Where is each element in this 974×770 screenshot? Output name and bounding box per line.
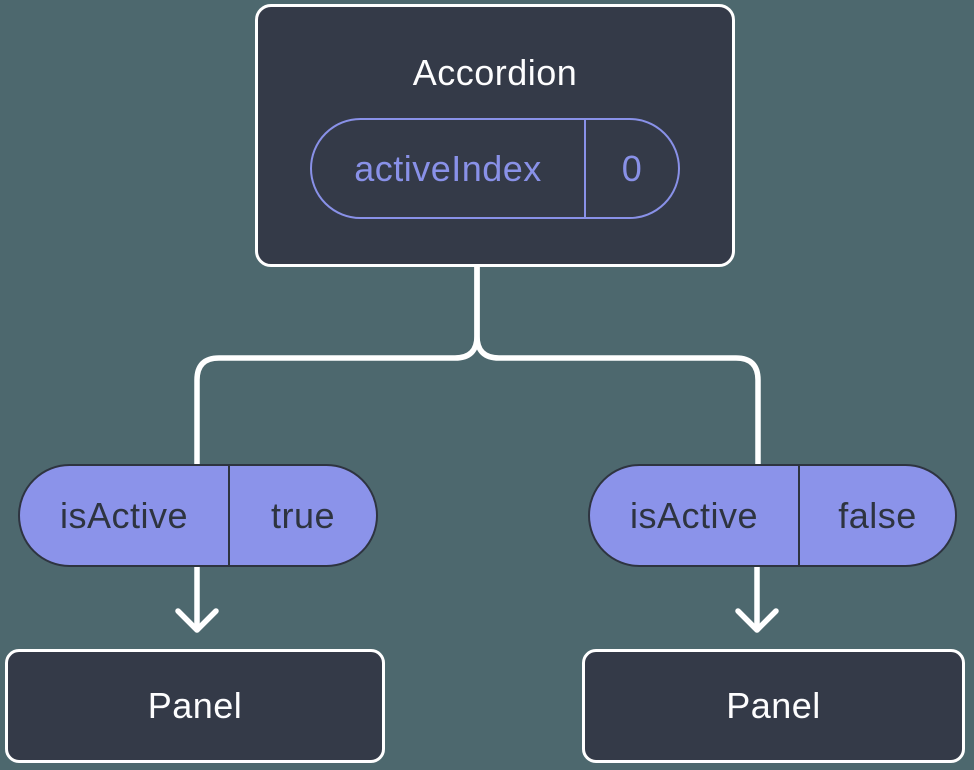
prop-value-label: true xyxy=(228,466,376,565)
panel-component-node-right: Panel xyxy=(582,649,965,763)
state-name-label: activeIndex xyxy=(354,147,542,189)
accordion-component-node: Accordion activeIndex 0 xyxy=(255,4,735,267)
component-title: Accordion xyxy=(412,52,578,93)
is-active-prop-pill-right: isActive false xyxy=(588,464,957,567)
is-active-prop-pill-left: isActive true xyxy=(18,464,378,567)
state-value-label: 0 xyxy=(584,120,678,217)
prop-value-label: false xyxy=(798,466,955,565)
arrow-left-head xyxy=(175,608,219,633)
branch-left-line xyxy=(194,263,480,467)
prop-name-label: isActive xyxy=(629,494,759,536)
active-index-state-pill: activeIndex 0 xyxy=(310,118,680,219)
arrow-right-head xyxy=(735,608,779,633)
component-title: Panel xyxy=(726,685,821,726)
branch-right-line xyxy=(474,263,761,467)
panel-component-node-left: Panel xyxy=(5,649,385,763)
prop-name-label: isActive xyxy=(59,494,189,536)
component-title: Panel xyxy=(147,685,243,726)
